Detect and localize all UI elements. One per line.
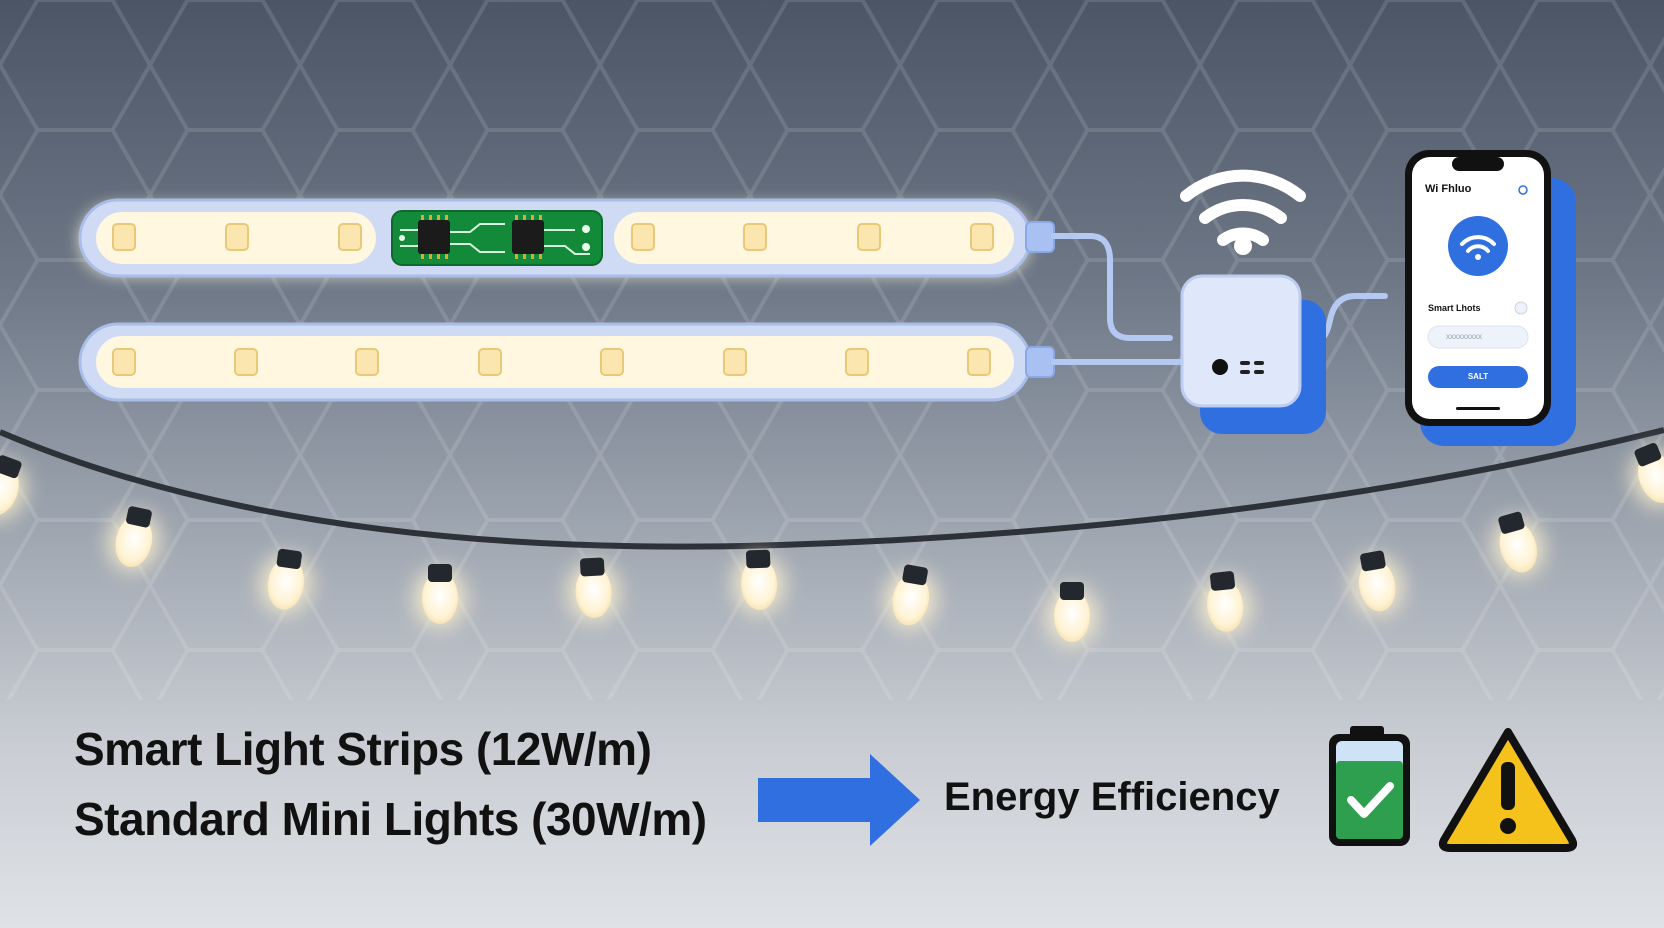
chip-icon xyxy=(391,210,603,266)
mini-lights-string xyxy=(0,427,1664,646)
phone-button[interactable]: SALT xyxy=(1467,372,1489,381)
wifi-hub xyxy=(1180,274,1326,434)
phone-section-label: Smart Lhots xyxy=(1428,303,1481,313)
phone-title: Wi Fhluo xyxy=(1425,183,1472,195)
arrow-right-icon xyxy=(758,754,920,846)
phone xyxy=(1405,150,1576,446)
led-strip-smart xyxy=(78,198,1055,278)
battery-check-icon xyxy=(1329,726,1410,846)
phone-input[interactable]: xxxxxxxxx xyxy=(1446,332,1482,341)
bulbs xyxy=(0,443,1664,646)
caption-smart-strips: Smart Light Strips (12W/m) xyxy=(74,723,652,775)
energy-efficiency-label: Energy Efficiency xyxy=(944,775,1280,819)
led-strip-standard xyxy=(78,322,1055,402)
wifi-icon xyxy=(1180,169,1306,255)
caption-mini-lights: Standard Mini Lights (30W/m) xyxy=(74,793,707,845)
warning-icon xyxy=(1438,728,1578,852)
